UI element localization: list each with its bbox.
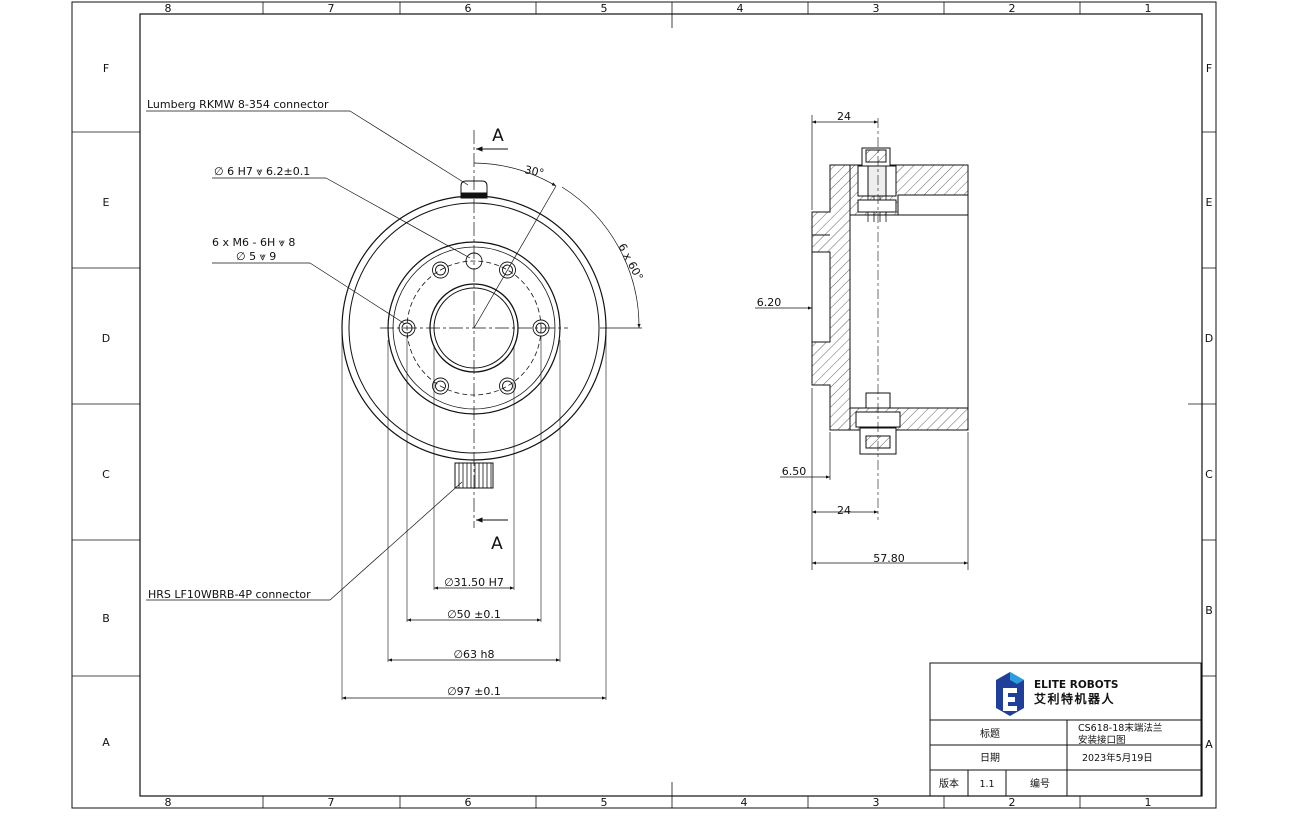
angle-30-label: 30° xyxy=(523,163,545,180)
zone-col-top: 7 xyxy=(328,2,335,15)
callout-lumberg: Lumberg RKMW 8-354 connector xyxy=(147,98,329,111)
zone-col-bottom: 1 xyxy=(1145,796,1152,809)
zone-col-top: 2 xyxy=(1009,2,1016,15)
zone-col-top: 8 xyxy=(165,2,172,15)
zone-row-left: E xyxy=(103,196,110,209)
dim-650: 6.50 xyxy=(782,465,807,478)
zone-col-bottom: 4 xyxy=(741,796,748,809)
zone-col-bottom: 6 xyxy=(465,796,472,809)
dim-d63: ∅63 h8 xyxy=(453,648,494,661)
logo-text-en: ELITE ROBOTS xyxy=(1034,679,1118,691)
zone-row-right: C xyxy=(1205,468,1213,481)
dim-d31: ∅31.50 H7 xyxy=(444,576,504,589)
callout-tapped-holes: 6 x M6 - 6H ⩔ 8 xyxy=(212,236,295,249)
dim-top-24: 24 xyxy=(837,110,851,123)
version-label: 版本 xyxy=(939,777,959,790)
drawing-frame xyxy=(71,1,1217,809)
zone-col-bottom: 3 xyxy=(873,796,880,809)
zone-row-right: A xyxy=(1205,738,1213,751)
elite-robots-logo: ELITE ROBOTS 艾利特机器人 xyxy=(996,672,1118,716)
callout-pin-hole: ∅ 6 H7 ⩔ 6.2±0.1 xyxy=(214,165,310,178)
dim-d97: ∅97 ±0.1 xyxy=(447,685,501,698)
zone-col-bottom: 8 xyxy=(165,796,172,809)
side-view-labels: 24 24 6.20 6.50 57.80 xyxy=(757,110,905,565)
front-view-labels: A A 30° 6 x 60° Lumberg RKMW 8-354 conne… xyxy=(147,98,646,698)
title-label: 标题 xyxy=(980,728,1000,740)
title-value-line1: CS618-18末端法兰 xyxy=(1078,722,1162,734)
callout-drill-depth: ∅ 5 ⩔ 9 xyxy=(236,250,276,263)
callout-hrs: HRS LF10WBRB-4P connector xyxy=(148,588,311,601)
zone-row-right: E xyxy=(1206,196,1213,209)
angle-6x60-label: 6 x 60° xyxy=(615,241,645,282)
date-value: 2023年5月19日 xyxy=(1082,752,1153,764)
dim-620: 6.20 xyxy=(757,296,782,309)
zone-col-bottom: 7 xyxy=(328,796,335,809)
section-marker-top: A xyxy=(492,126,504,146)
zone-labels: 8 7 6 5 4 3 2 1 8 7 6 5 4 3 2 1 F E D C … xyxy=(102,2,1213,809)
dim-d50: ∅50 ±0.1 xyxy=(447,608,501,621)
title-block xyxy=(929,662,1202,797)
zone-row-left: C xyxy=(102,468,110,481)
title-value-line2: 安装接口图 xyxy=(1078,734,1126,746)
zone-col-bottom: 2 xyxy=(1009,796,1016,809)
side-view xyxy=(755,115,969,570)
zone-row-left: F xyxy=(103,62,109,75)
dim-bottom-24: 24 xyxy=(837,504,851,517)
zone-col-top: 5 xyxy=(601,2,608,15)
front-view xyxy=(146,110,642,700)
zone-row-right: F xyxy=(1206,62,1212,75)
title-block-labels: 标题 CS618-18末端法兰 安装接口图 日期 2023年5月19日 版本 1… xyxy=(939,722,1162,790)
zone-col-top: 3 xyxy=(873,2,880,15)
zone-row-left: D xyxy=(102,332,110,345)
zone-col-top: 1 xyxy=(1145,2,1152,15)
zone-row-right: D xyxy=(1205,332,1213,345)
center-bore-circle xyxy=(429,283,519,373)
zone-col-bottom: 5 xyxy=(601,796,608,809)
section-marker-bottom: A xyxy=(491,534,503,554)
logo-text-cn: 艾利特机器人 xyxy=(1034,691,1115,706)
hrs-connector xyxy=(454,462,494,489)
zone-row-left: B xyxy=(102,612,110,625)
lumberg-connector xyxy=(460,180,488,199)
zone-row-left: A xyxy=(102,736,110,749)
zone-row-right: B xyxy=(1205,604,1213,617)
side-top-connector xyxy=(857,147,897,222)
zone-col-top: 6 xyxy=(465,2,472,15)
date-label: 日期 xyxy=(980,752,1000,764)
version-value: 1.1 xyxy=(979,779,994,790)
number-label: 编号 xyxy=(1030,777,1050,790)
zone-col-top: 4 xyxy=(737,2,744,15)
pin-hole xyxy=(465,252,483,270)
dim-5780: 57.80 xyxy=(873,552,905,565)
